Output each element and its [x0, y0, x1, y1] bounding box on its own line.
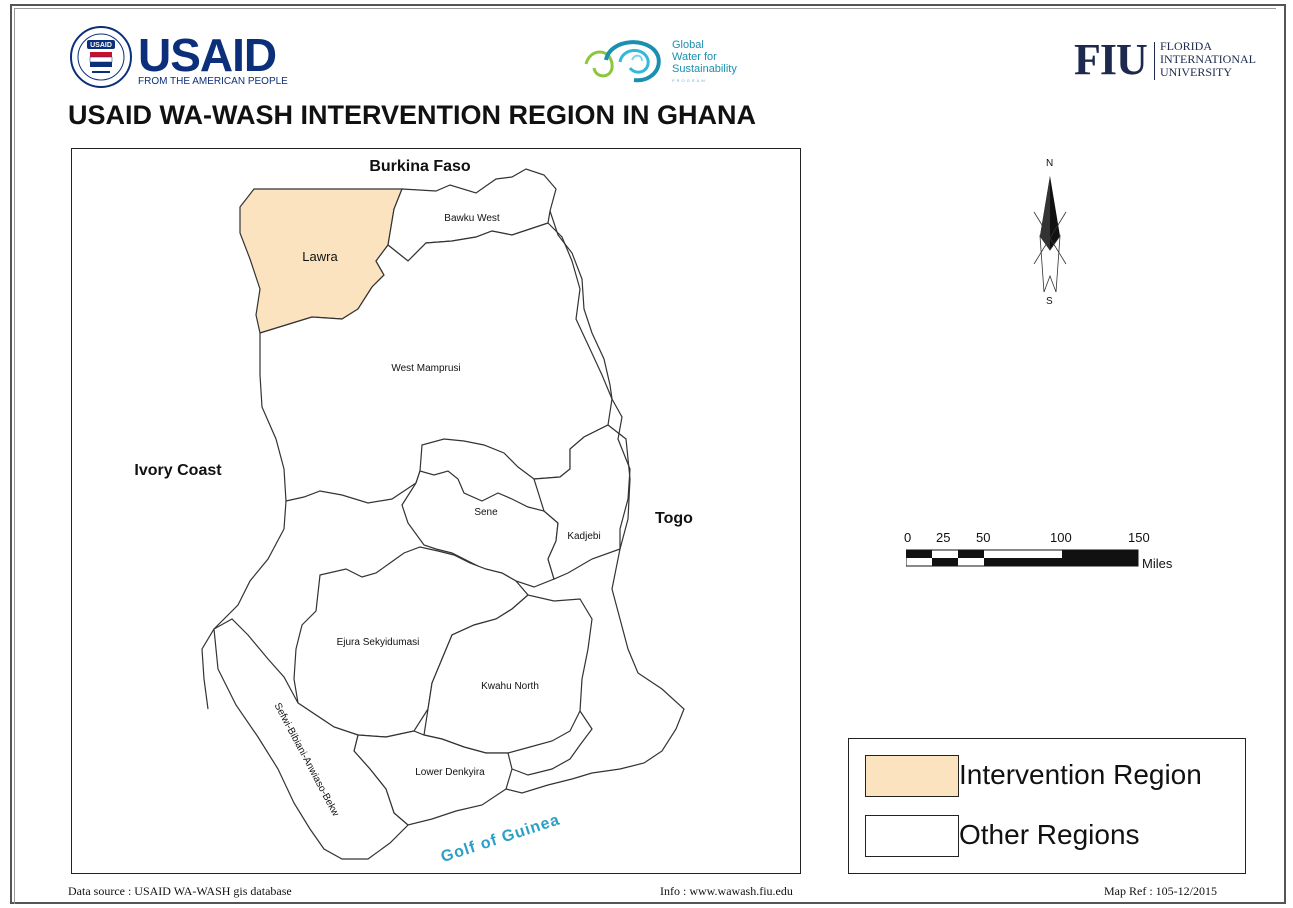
label-kwahu-north: Kwahu North — [481, 681, 539, 692]
gws-logo: Global Water for Sustainability PROGRAM — [580, 30, 760, 90]
label-bawku-west: Bawku West — [444, 213, 500, 224]
scale-tick-0: 0 — [904, 530, 912, 545]
fiu-line-1: FLORIDA — [1160, 39, 1213, 53]
ghana-outline-northeast — [549, 210, 613, 400]
footer-data-source: Data source : USAID WA-WASH gis database — [68, 884, 292, 898]
fiu-line-2: INTERNATIONAL — [1160, 52, 1256, 66]
label-lower-denkyira: Lower Denkyira — [415, 767, 485, 778]
label-west-mamprusi: West Mamprusi — [391, 363, 460, 374]
scale-tick-100: 100 — [1050, 530, 1072, 545]
legend-label-intervention: Intervention Region — [959, 759, 1202, 790]
fiu-line-3: UNIVERSITY — [1160, 65, 1232, 79]
label-ejura-sekyidumasi: Ejura Sekyidumasi — [337, 637, 420, 648]
map-title: USAID WA-WASH INTERVENTION REGION IN GHA… — [68, 100, 757, 130]
legend-swatch-other — [865, 815, 959, 857]
scale-unit: Miles — [1142, 556, 1173, 571]
footer-map-ref: Map Ref : 105-12/2015 — [1104, 884, 1217, 898]
map-panel: Burkina Faso Ivory Coast Togo Golf of Gu… — [71, 148, 801, 874]
gws-line-3: Sustainability — [672, 63, 737, 75]
scale-tick-25: 25 — [936, 530, 951, 545]
map-legend: Intervention Region Other Regions — [848, 738, 1246, 874]
compass-south-label: S — [1046, 296, 1053, 307]
region-kadjebi[interactable] — [533, 424, 631, 580]
ghana-outline-coast — [511, 710, 593, 776]
map-border — [10, 4, 1286, 904]
ghana-map: Burkina Faso Ivory Coast Togo Golf of Gu… — [134, 158, 693, 866]
north-arrow-icon — [1033, 176, 1067, 293]
gws-line-1: Global — [672, 39, 704, 51]
region-sefwi-bibiani[interactable] — [213, 618, 409, 860]
scale-bar: 0 25 50 100 150 Miles — [900, 530, 1200, 574]
gws-line-4: PROGRAM — [672, 78, 707, 83]
fiu-wordmark: FIU — [1074, 35, 1148, 84]
label-burkina-faso: Burkina Faso — [369, 158, 471, 175]
label-lawra: Lawra — [302, 249, 338, 264]
scale-tick-50: 50 — [976, 530, 991, 545]
fiu-divider — [1154, 42, 1155, 80]
north-arrow: N S — [1026, 158, 1076, 308]
scale-tick-150: 150 — [1128, 530, 1150, 545]
label-togo: Togo — [655, 510, 693, 527]
gws-wordmark: Global Water for Sustainability PROGRAM — [672, 39, 737, 87]
label-kadjebi: Kadjebi — [567, 531, 600, 542]
gws-line-2: Water for — [672, 51, 717, 63]
footer-info: Info : www.wawash.fiu.edu — [660, 884, 793, 898]
gws-swirl-icon — [584, 40, 661, 83]
usaid-seal-label: USAID — [90, 42, 112, 49]
fiu-logo: FIU FLORIDA INTERNATIONAL UNIVERSITY — [1074, 38, 1274, 88]
ghana-outline-southwest — [201, 500, 287, 710]
usaid-seal-icon: USAID — [70, 26, 132, 88]
ghana-outline-east — [505, 398, 685, 794]
fiu-name: FLORIDA INTERNATIONAL UNIVERSITY — [1160, 40, 1256, 79]
label-sene: Sene — [474, 507, 498, 518]
legend-label-other: Other Regions — [959, 819, 1140, 850]
usaid-wordmark: USAID — [138, 29, 277, 81]
scale-bar-graphic — [906, 549, 1139, 567]
usaid-logo: USAID USAID FROM THE AMERICAN PEOPLE — [70, 26, 290, 88]
label-golf-of-guinea: Golf of Guinea — [439, 811, 562, 866]
compass-north-label: N — [1046, 158, 1054, 169]
label-ivory-coast: Ivory Coast — [134, 462, 222, 479]
legend-swatch-intervention — [865, 755, 959, 797]
usaid-tagline: FROM THE AMERICAN PEOPLE — [138, 76, 288, 87]
